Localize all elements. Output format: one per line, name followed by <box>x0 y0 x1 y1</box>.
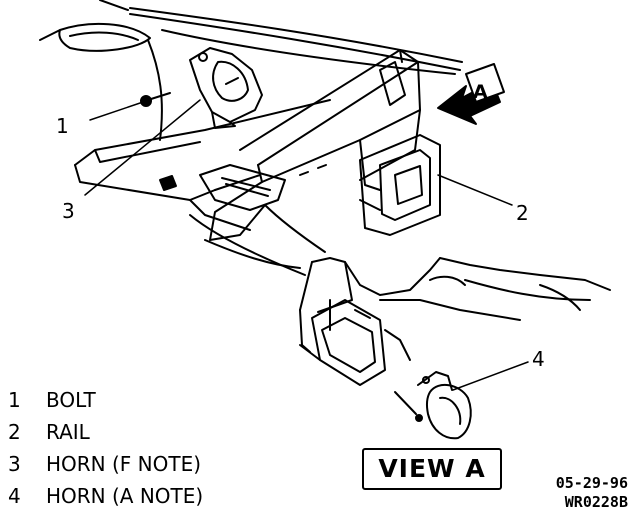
callout-2: 2 <box>516 201 529 225</box>
view-arrow-label: A <box>473 81 488 103</box>
callout-1: 1 <box>56 114 69 138</box>
callout-4: 4 <box>532 347 545 371</box>
legend-number: 3 <box>8 452 21 476</box>
figure-code: WR0228B <box>564 493 628 511</box>
callout-3: 3 <box>62 199 75 223</box>
lower-body-lines <box>189 204 326 276</box>
legend-label: BOLT <box>46 388 96 412</box>
legend-item: 2 RAIL <box>8 416 203 448</box>
legend-number: 2 <box>8 420 21 444</box>
bolt-1 <box>140 92 171 107</box>
leader-lines <box>84 99 529 391</box>
frame-rail <box>199 49 421 241</box>
legend-number: 4 <box>8 484 21 508</box>
headlamp-housing <box>39 22 163 141</box>
legend-label: HORN (F NOTE) <box>46 452 202 476</box>
date-code: 05-29-96 <box>555 474 628 492</box>
legend-item: 4 HORN (A NOTE) <box>8 480 203 512</box>
view-a-arrow <box>437 63 505 125</box>
view-a-label: VIEW A <box>362 448 502 490</box>
horn-f-note <box>189 47 263 129</box>
view-a-inset <box>299 257 611 386</box>
radiator-support-tray <box>74 99 331 231</box>
hood-edge <box>99 0 463 75</box>
legend-item: 1 BOLT <box>8 384 203 416</box>
horn-a-note <box>394 371 472 440</box>
legend-label: HORN (A NOTE) <box>46 484 204 508</box>
figure-codes: 05-29-96 WR0228B <box>556 474 628 512</box>
rail-bracket <box>359 134 441 236</box>
legend-item: 3 HORN (F NOTE) <box>8 448 203 480</box>
parts-legend: 1 BOLT 2 RAIL 3 HORN (F NOTE) 4 HORN (A NOTE… <box>8 384 203 512</box>
legend-label: RAIL <box>46 420 90 444</box>
legend-number: 1 <box>8 388 21 412</box>
